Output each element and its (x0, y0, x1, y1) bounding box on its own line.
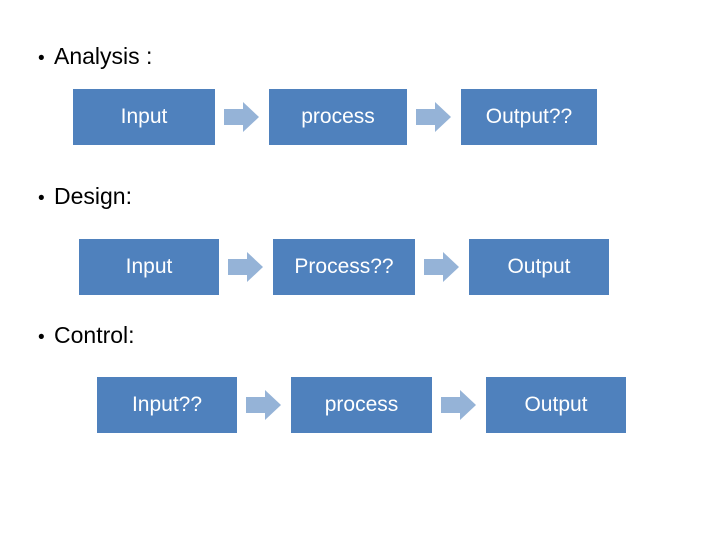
bullet-control: • Control: (38, 322, 135, 349)
arrow-right-icon (224, 102, 260, 132)
flow-row-design: Input Process?? Output (79, 239, 609, 295)
arrow-right-icon (416, 102, 452, 132)
flow-box-control-output: Output (486, 377, 626, 433)
flow-box-control-process: process (291, 377, 432, 433)
flow-row-control: Input?? process Output (97, 377, 626, 433)
arrow-right-icon (228, 252, 264, 282)
bullet-analysis: • Analysis : (38, 43, 152, 70)
arrow-right-icon (441, 390, 477, 420)
flow-box-analysis-output: Output?? (461, 89, 597, 145)
arrow-head (460, 390, 476, 420)
arrow-right-icon (246, 390, 282, 420)
bullet-design-label: Design: (54, 183, 132, 209)
bullet-dot-icon: • (38, 188, 45, 209)
bullet-control-label: Control: (54, 322, 135, 348)
flow-box-design-output: Output (469, 239, 609, 295)
flow-box-analysis-process: process (269, 89, 407, 145)
arrow-head (435, 102, 451, 132)
flow-box-control-input: Input?? (97, 377, 237, 433)
arrow-head (265, 390, 281, 420)
arrow-head (443, 252, 459, 282)
flow-box-design-process: Process?? (273, 239, 415, 295)
flow-box-design-input: Input (79, 239, 219, 295)
bullet-dot-icon: • (38, 327, 45, 348)
bullet-dot-icon: • (38, 48, 45, 69)
arrow-shaft (224, 109, 244, 125)
arrow-shaft (416, 109, 436, 125)
arrow-head (243, 102, 259, 132)
bullet-design: • Design: (38, 183, 132, 210)
arrow-head (247, 252, 263, 282)
bullet-analysis-label: Analysis : (54, 43, 153, 69)
flow-box-analysis-input: Input (73, 89, 215, 145)
arrow-shaft (424, 259, 444, 275)
arrow-right-icon (424, 252, 460, 282)
arrow-shaft (246, 397, 266, 413)
arrow-shaft (228, 259, 248, 275)
arrow-shaft (441, 397, 461, 413)
flow-row-analysis: Input process Output?? (73, 89, 597, 145)
